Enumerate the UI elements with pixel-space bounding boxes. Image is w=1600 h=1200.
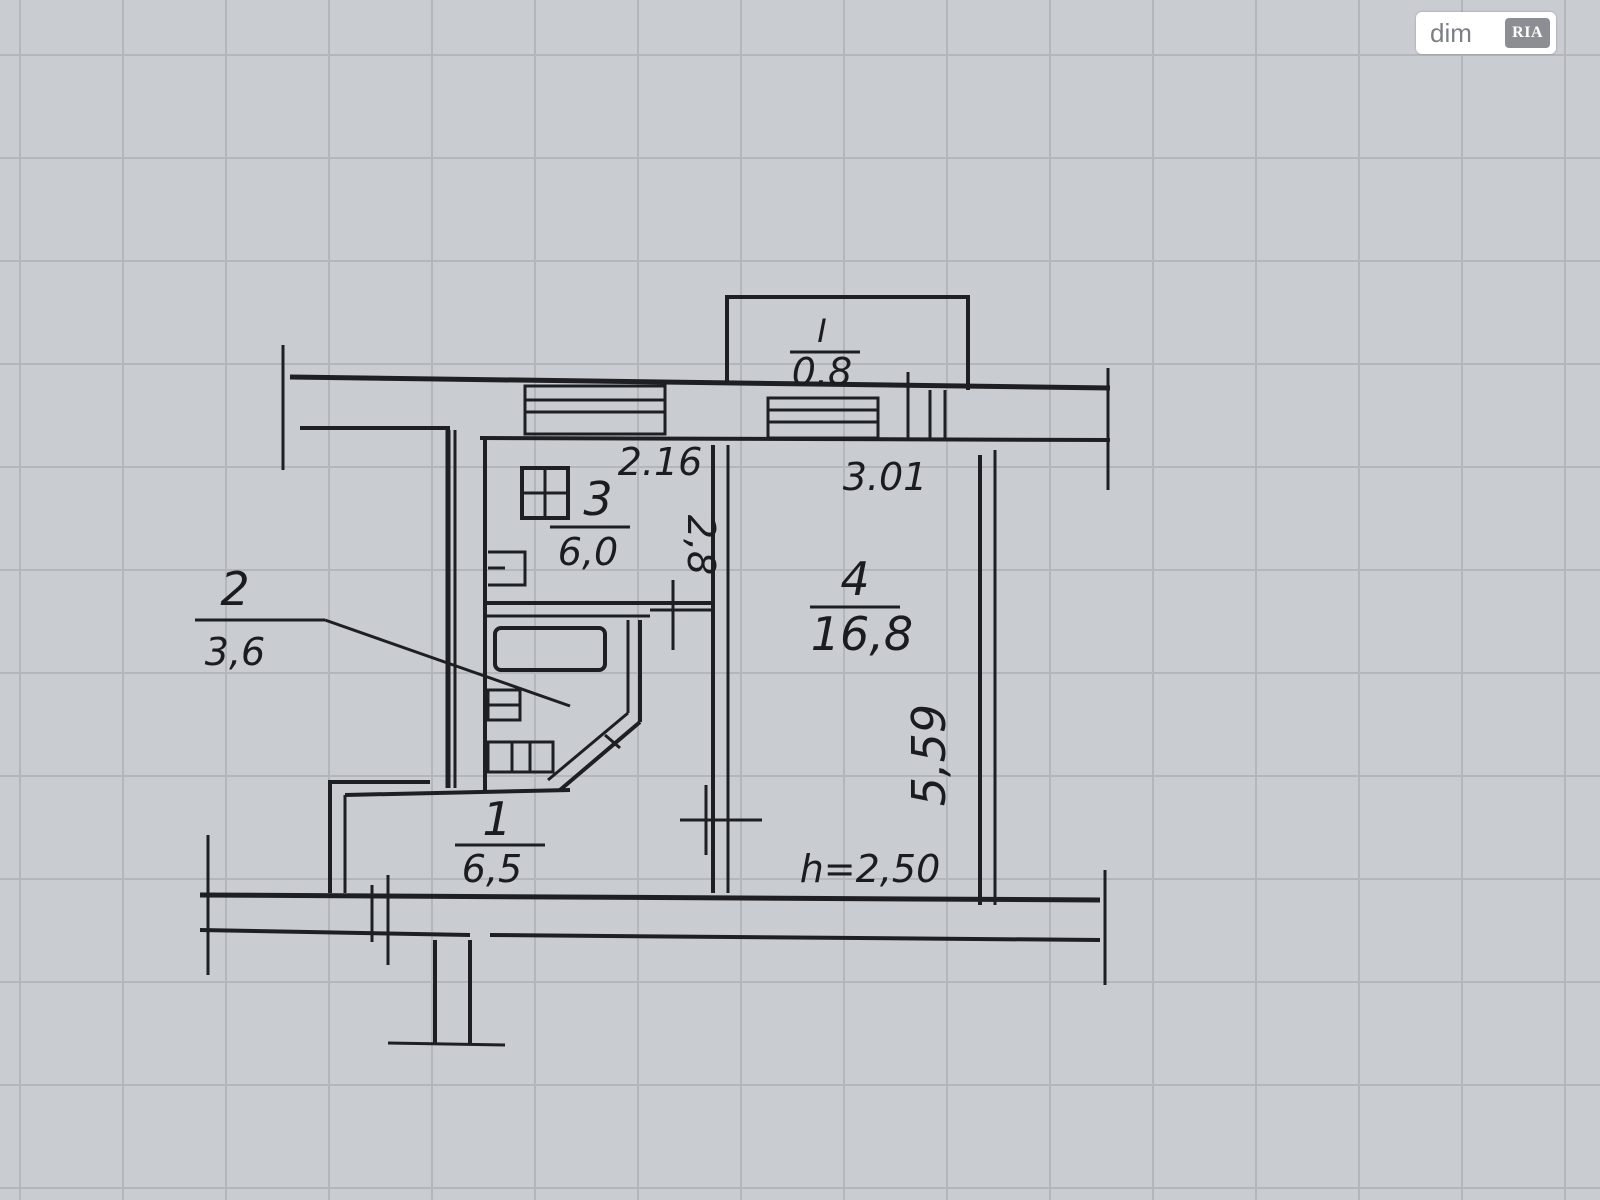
room-2-number: 2 [220,562,249,616]
ceiling-height: h=2,50 [800,847,941,891]
dimension-room-width: 3.01 [843,455,928,499]
wall-hallway-top [344,788,571,797]
outer-wall-top [289,374,1111,391]
stove-icon [520,466,570,520]
outer-wall-bottom-left [199,928,471,937]
room-2-area: 3,6 [205,630,265,674]
toilet-icon [486,740,555,774]
room-I-area: 0.8 [792,350,852,394]
bathtub-icon [493,626,607,672]
room-1-area: 6,5 [462,847,522,891]
outer-wall-bottom-right [489,933,1101,942]
washbasin-icon [486,688,522,722]
room-3-number: 3 [583,472,612,526]
fixtures [486,466,607,774]
wall-bath-diagonal-inner [547,711,629,782]
balcony-door [906,372,947,440]
balcony-outline [725,295,970,390]
wall-hallway-left [328,780,430,893]
window-room [766,396,880,440]
room-2-leader-line [324,618,571,708]
watermark-text: dim [1430,17,1472,48]
dimension-kitchen-width: 2.16 [618,440,703,484]
outer-wall-bottom [199,892,1101,903]
dimension-room-length: 5,59 [902,704,956,806]
dimension-kitchen-depth: 2,8 [679,515,723,575]
room-4-number: 4 [840,552,869,606]
walls [199,295,1111,1047]
window-kitchen [523,384,667,436]
wall-bath-diagonal [558,720,642,792]
room-3-area: 6,0 [558,530,618,574]
room-4-area: 16,8 [811,607,913,661]
room-I-number: I [817,312,826,350]
sink-icon [488,550,527,587]
door-tick-bath [604,733,621,750]
stair-base [387,1041,506,1047]
watermark-logo-icon: RIA [1505,18,1550,48]
brand-watermark: dim RIA [1416,12,1556,54]
room-1-number: 1 [482,792,511,846]
